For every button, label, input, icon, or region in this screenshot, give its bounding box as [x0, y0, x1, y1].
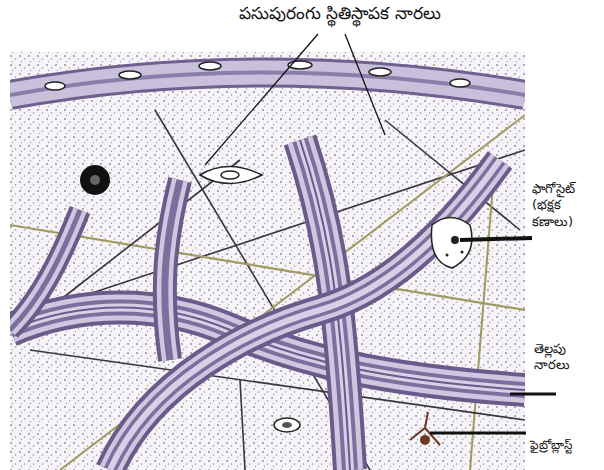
- collagen-bundles: [10, 140, 525, 470]
- leader-lines: [205, 34, 556, 433]
- elastic-fibres: [10, 110, 525, 470]
- matrix-stipple: [10, 52, 525, 470]
- cells: [80, 165, 472, 445]
- matrix-ground: [10, 52, 525, 470]
- part-label: ఫైబ్రోబ్లాస్ట్: [528, 437, 574, 454]
- part-label: ఫాగోసైట్ (భక్షక కణాలు): [530, 180, 600, 231]
- part-label: తెల్లపు నారలు: [532, 340, 600, 375]
- part-label: పసుపురంగు స్థితిస్థాపక నారలు: [237, 2, 443, 25]
- vessel-band: [10, 61, 525, 95]
